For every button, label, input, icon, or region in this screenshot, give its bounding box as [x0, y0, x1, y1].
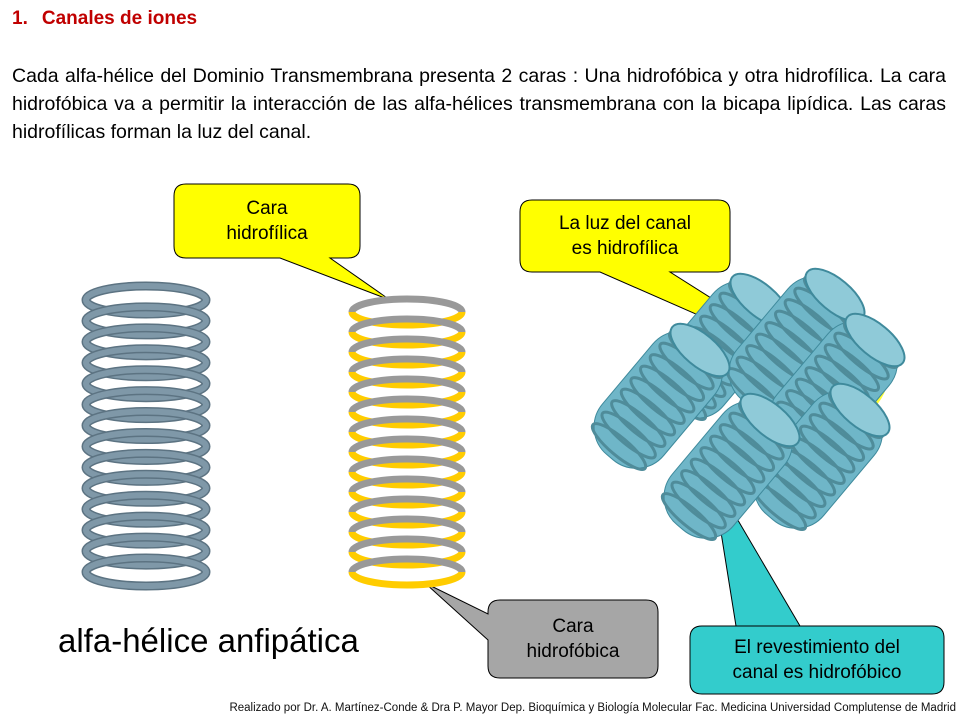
helix-turn-front [348, 531, 466, 549]
callout-hydrophobic-face: Cara hidrofóbica [490, 602, 656, 676]
helix-turn-back [348, 495, 466, 513]
callout-hydrophobic-face-line2: hidrofóbica [526, 641, 620, 662]
amphipathic-alpha-helix [348, 295, 466, 589]
helix-coil [610, 399, 667, 448]
intro-paragraph: Cada alfa-hélice del Dominio Transmembra… [12, 65, 946, 143]
helix-turn-highlight [83, 429, 209, 464]
helix-coil [629, 376, 686, 425]
figure-label: alfa-hélice anfipática [58, 622, 359, 659]
helix-turn-highlight [83, 450, 209, 485]
helix-turn-highlight [83, 408, 209, 443]
helix-turn-back [348, 555, 466, 573]
helix-end [829, 382, 891, 438]
helix-turn-front [348, 331, 466, 349]
channel-helix [660, 392, 801, 541]
helix-turn-highlight [83, 345, 209, 380]
helix-turn-front [348, 411, 466, 429]
helix-turn-highlight [83, 492, 209, 527]
helix-turn-front [348, 371, 466, 389]
helix-coil [808, 413, 866, 462]
helix-coil [619, 387, 677, 437]
callout-hydrophilic-face: Cara hidrofílica [176, 186, 358, 256]
helix-turn-highlight [83, 324, 209, 359]
helix-coil [689, 457, 747, 507]
callout-channel-lining: El revestimiento del canal es hidrofóbico [692, 628, 942, 692]
callout-channel-lining-line1: El revestimiento del [734, 637, 900, 658]
callout-channel-lining-shape [689, 475, 945, 695]
helix-turn-front [348, 511, 466, 529]
helix-coil [600, 410, 657, 460]
helix-turn-back [348, 375, 466, 393]
ion-channel-helix-bundle [590, 267, 906, 541]
credit-line: Realizado por Dr. A. Martínez-Conde & Dr… [229, 702, 956, 714]
helix-end [844, 312, 906, 368]
helix-turn-front [348, 451, 466, 469]
helix-end [669, 322, 731, 378]
helix-coil [660, 492, 718, 541]
helix-turn-back [348, 355, 466, 373]
helix-coil [590, 422, 648, 471]
callout-channel-lining-line2: canal es hidrofóbico [732, 662, 902, 683]
helix-turn-front [348, 351, 466, 369]
helix-turn-back [348, 535, 466, 553]
helix-turn-front [348, 491, 466, 509]
helix-coil [699, 446, 756, 495]
helix-coil [799, 424, 856, 474]
helix-turn-back [348, 475, 466, 493]
helix-turn-highlight [83, 534, 209, 569]
helix-turn-back [348, 435, 466, 453]
helix-coil [639, 364, 696, 414]
gray-alpha-helix [81, 281, 211, 591]
callout-hydrophilic-face-shape [173, 183, 391, 301]
callout-hydrophilic-face-line2: hidrofílica [226, 223, 308, 244]
section-heading: 1. Canales de iones [12, 8, 197, 30]
helix-coil [709, 434, 766, 484]
helix-turn-front [348, 391, 466, 409]
helix-turn-highlight [83, 471, 209, 506]
helix-turn-highlight [83, 555, 209, 589]
helix-turn-back [348, 295, 466, 313]
callout-hydrophobic-face-shape [424, 582, 659, 679]
helix-turn-front [348, 551, 466, 569]
section-title: Canales de iones [41, 8, 198, 29]
callout-hydrophobic-face-line1: Cara [552, 616, 594, 637]
helix-turn-front [348, 571, 466, 589]
channel-helix [750, 382, 891, 531]
channel-helix [590, 322, 731, 471]
helix-turn-back [348, 315, 466, 333]
helix-turn-back [348, 395, 466, 413]
helix-turn-highlight [83, 303, 209, 338]
helix-turn-back [348, 415, 466, 433]
helix-turn-front [348, 311, 466, 329]
helix-turn-highlight [83, 366, 209, 401]
callout-hydrophilic-face-line1: Cara [246, 198, 288, 219]
helix-turn-front [348, 471, 466, 489]
helix-coil [823, 343, 881, 392]
callout-channel-lumen-line1: La luz del canal [558, 213, 692, 234]
helix-coil [718, 423, 776, 472]
channel-helix [725, 267, 866, 416]
helix-turn-front [348, 431, 466, 449]
helix-coil [648, 353, 706, 402]
helix-turn-highlight [83, 387, 209, 422]
helix-turn-back [348, 335, 466, 353]
helix-turn-back [348, 515, 466, 533]
section-number: 1. [12, 8, 28, 29]
helix-turn-back [348, 455, 466, 473]
helix-turn-highlight [83, 283, 209, 317]
helix-coil [680, 469, 737, 518]
helix-coil [670, 480, 727, 530]
callout-channel-lumen: La luz del canal es hidrofílica [522, 202, 728, 270]
callout-channel-lumen-line2: es hidrofílica [571, 238, 679, 259]
helix-end [739, 392, 801, 448]
helix-turn-highlight [83, 513, 209, 548]
